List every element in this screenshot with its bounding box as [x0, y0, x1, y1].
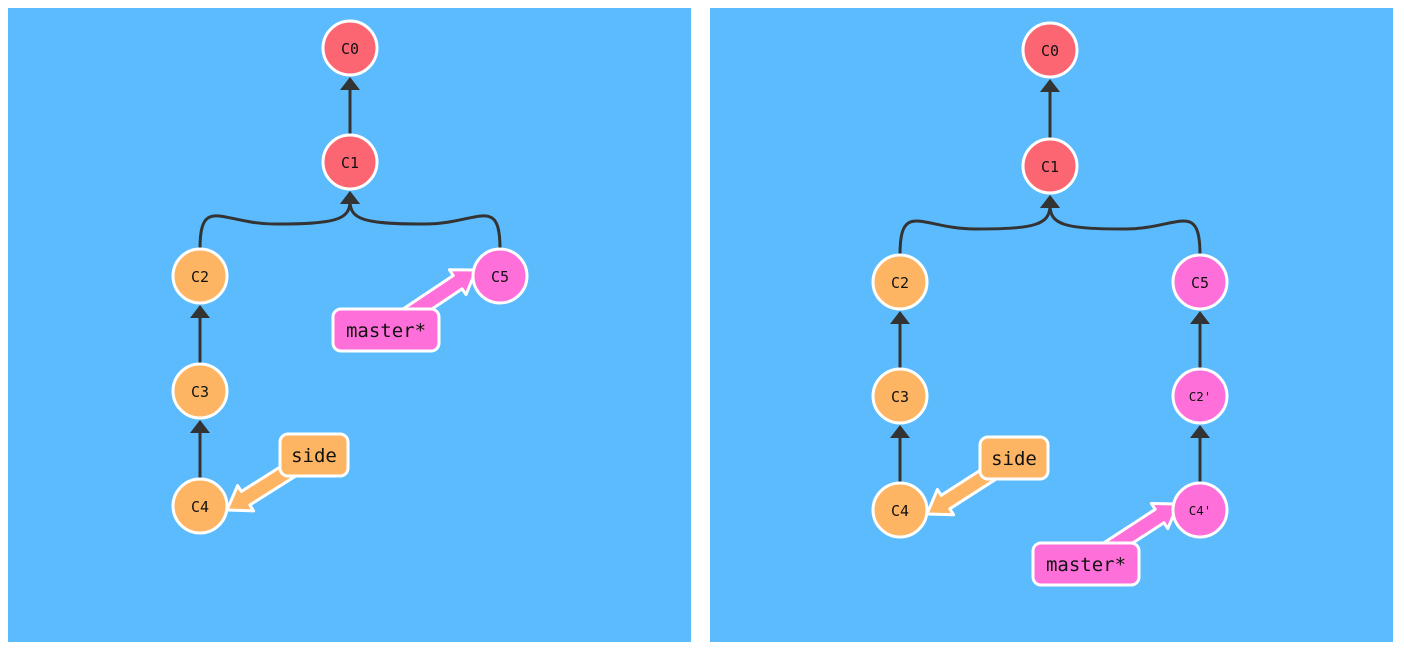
- ref-side: side: [925, 435, 1050, 517]
- arrowhead-c3-c2: [190, 305, 210, 318]
- commit-label-c3: C3: [891, 388, 909, 406]
- commit-c4p: C4': [1171, 481, 1229, 539]
- ref-master: master*: [1031, 501, 1180, 587]
- commit-node-c5: [471, 247, 529, 305]
- ref-label-side: side: [991, 448, 1037, 470]
- commit-c0: C0: [321, 19, 379, 77]
- commit-node-c0: [321, 19, 379, 77]
- commit-c1: C1: [1021, 137, 1079, 195]
- edge-c2-to-c1: [898, 204, 1052, 256]
- commit-c2: C2: [171, 247, 229, 305]
- arrowhead-c5-c1: [1040, 195, 1060, 208]
- commit-c0: C0: [1021, 21, 1079, 79]
- commit-label-c4: C4: [891, 502, 909, 520]
- commit-label-c4p: C4': [1189, 503, 1212, 518]
- commit-label-c5: C5: [491, 268, 509, 286]
- commit-label-c2: C2: [891, 274, 909, 292]
- commit-node-c4: [171, 477, 229, 535]
- commit-c3: C3: [171, 362, 229, 420]
- commit-c5: C5: [471, 247, 529, 305]
- branch-refs: side master*: [925, 435, 1180, 587]
- arrowhead-c1-c0: [1040, 79, 1060, 92]
- commit-node-c2: [171, 247, 229, 305]
- commit-c4: C4: [871, 481, 929, 539]
- commit-node-c0: [1021, 21, 1079, 79]
- commit-c2: C2: [871, 253, 929, 311]
- arrowhead-c5-c1: [340, 191, 360, 204]
- ref-box-side: [978, 435, 1050, 481]
- commit-node-c3: [871, 367, 929, 425]
- arrowhead-c2p-c5: [1190, 311, 1210, 324]
- commit-label-c2: C2: [191, 268, 209, 286]
- ref-label-master: master*: [346, 320, 426, 342]
- ref-master: master*: [331, 268, 478, 353]
- arrowhead-c4-c3: [190, 420, 210, 433]
- branch-refs: side master*: [225, 268, 478, 513]
- commit-c4: C4: [171, 477, 229, 535]
- commit-node-c1: [321, 133, 379, 191]
- ref-label-side: side: [291, 445, 337, 467]
- commit-node-c2: [871, 253, 929, 311]
- commit-node-c4p: [1171, 481, 1229, 539]
- arrowhead-c4p-c2p: [1190, 425, 1210, 438]
- commit-c1: C1: [321, 133, 379, 191]
- commit-label-c5: C5: [1191, 274, 1209, 292]
- commit-c2p: C2': [1171, 367, 1229, 425]
- commit-label-c1: C1: [341, 154, 359, 172]
- commit-label-c1: C1: [1041, 158, 1059, 176]
- commit-label-c4: C4: [191, 498, 209, 516]
- commit-node-c2p: [1171, 367, 1229, 425]
- edges: [190, 77, 502, 479]
- commit-label-c2p: C2': [1189, 389, 1212, 404]
- edge-c5-to-c1: [1048, 204, 1202, 256]
- commit-c3: C3: [871, 367, 929, 425]
- edge-c2-to-c1: [198, 200, 352, 250]
- edges: [890, 79, 1210, 483]
- ref-box-side: [278, 432, 350, 478]
- commit-node-c1: [1021, 137, 1079, 195]
- commit-node-c5: [1171, 253, 1229, 311]
- arrowhead-c4-c3: [890, 425, 910, 438]
- ref-label-master: master*: [1046, 554, 1126, 576]
- ref-box-master: [331, 307, 441, 353]
- commit-node-c4: [871, 481, 929, 539]
- ref-side: side: [225, 432, 350, 513]
- commit-label-c0: C0: [341, 40, 359, 58]
- commit-label-c3: C3: [191, 383, 209, 401]
- ref-box-master: [1031, 541, 1141, 587]
- commit-label-c0: C0: [1041, 42, 1059, 60]
- arrowhead-c1-c0: [340, 77, 360, 90]
- commit-c5: C5: [1171, 253, 1229, 311]
- edge-c5-to-c1: [348, 200, 502, 250]
- commit-node-c3: [171, 362, 229, 420]
- arrowhead-c3-c2: [890, 311, 910, 324]
